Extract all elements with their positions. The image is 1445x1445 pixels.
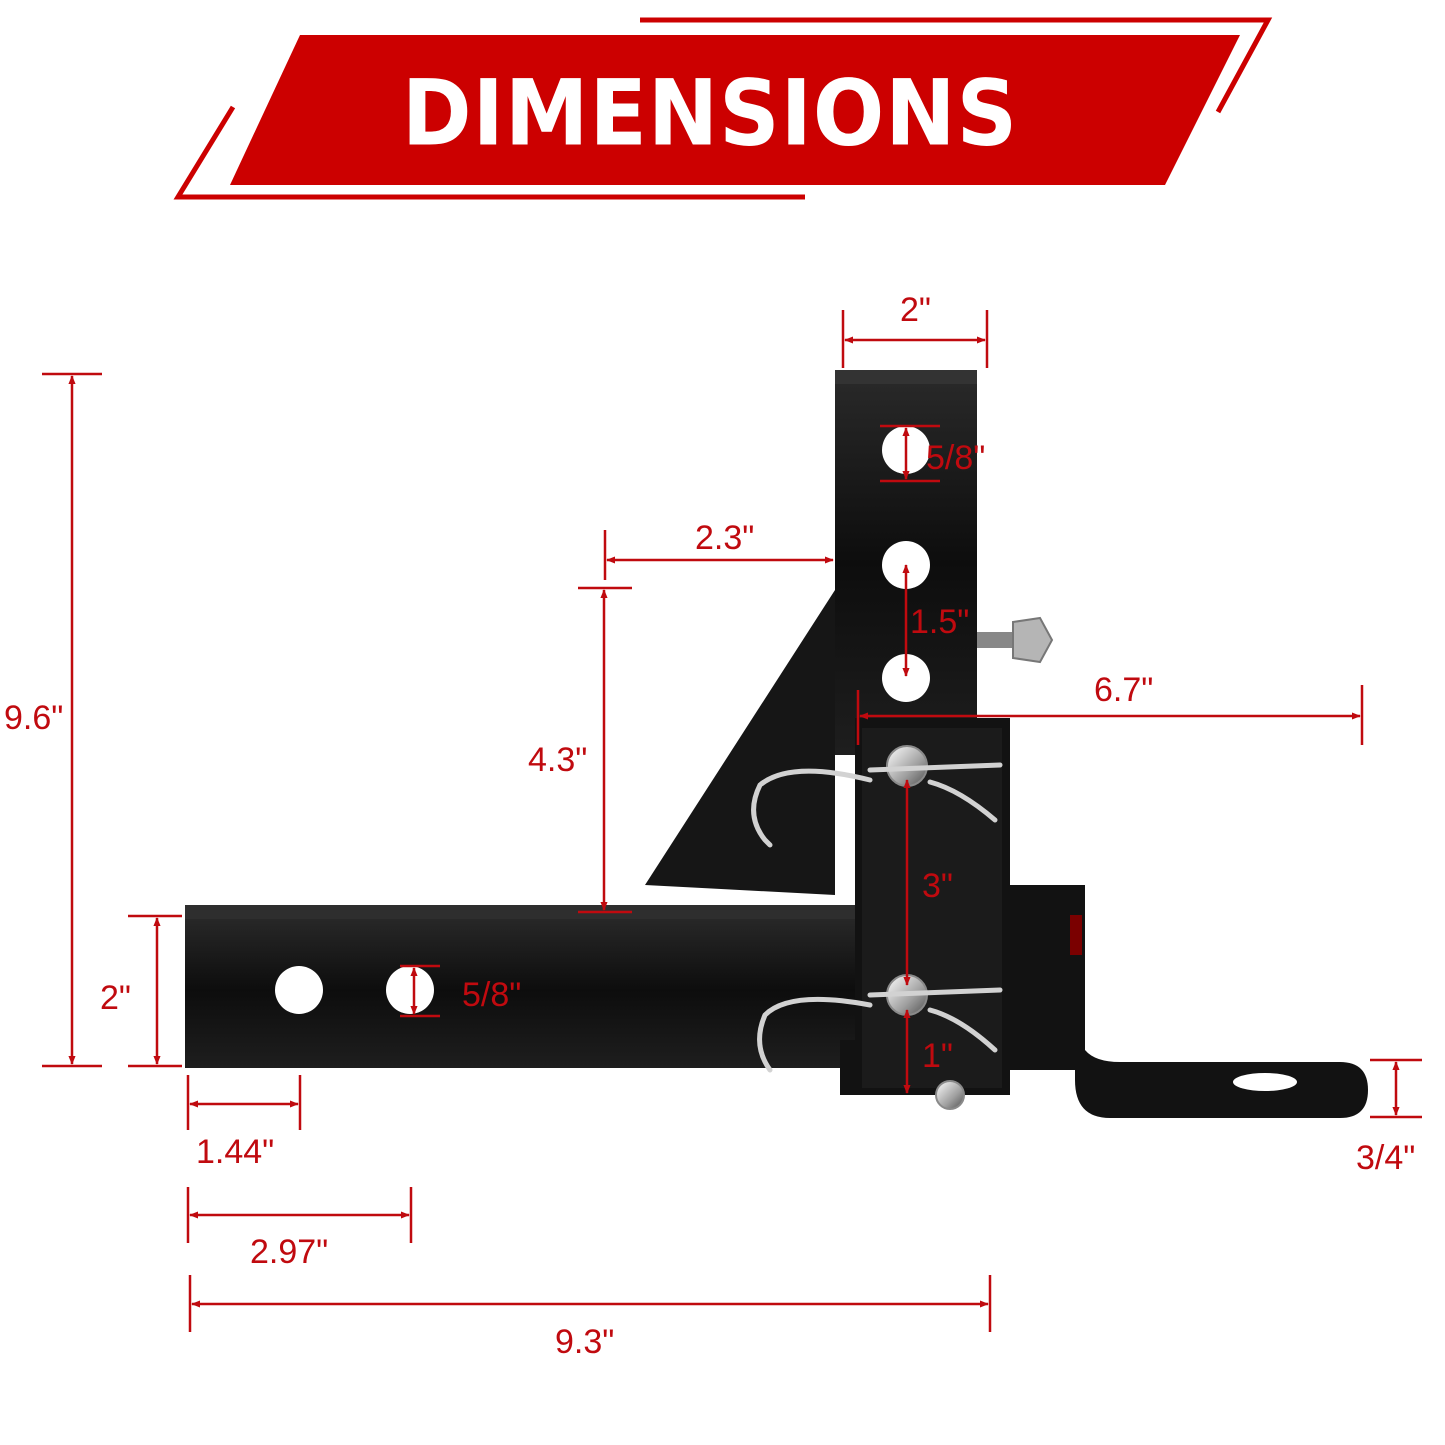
banner-accent-top bbox=[640, 17, 1273, 114]
dim-label-plate-thickness: 3/4" bbox=[1356, 1139, 1416, 1177]
reflector bbox=[1070, 915, 1082, 955]
dim-label-overall-length: 9.3" bbox=[555, 1323, 615, 1361]
dim-label-upper-hole-diameter: 5/8" bbox=[926, 439, 986, 477]
banner-parallelogram bbox=[230, 35, 1240, 185]
dim-label-mount-length: 6.7" bbox=[1094, 671, 1154, 709]
receiver-hole-1 bbox=[275, 966, 323, 1014]
side-bolt-nut bbox=[1012, 616, 1054, 664]
vertical-shank-edge bbox=[835, 370, 977, 384]
dim-label-second-hole-offset: 2.97" bbox=[250, 1233, 329, 1271]
banner bbox=[173, 17, 1273, 200]
banner-accent-bottom bbox=[173, 105, 805, 200]
hitch-pin-clip-icon bbox=[751, 745, 1003, 1110]
dim-label-hole-spacing: 1.5" bbox=[910, 603, 970, 641]
gusset-plate bbox=[645, 590, 835, 895]
dim-label-gusset-offset: 2.3" bbox=[695, 519, 755, 557]
side-bolt-shaft bbox=[977, 632, 1013, 648]
dim-label-bottom-offset: 1" bbox=[922, 1037, 953, 1075]
banner-title: DIMENSIONS bbox=[401, 60, 1019, 166]
hitch-product-icon bbox=[185, 370, 1368, 1118]
dim-label-shank-width: 2" bbox=[900, 291, 931, 329]
dim-label-gusset-height: 4.3" bbox=[528, 741, 588, 779]
dim-label-pin-spacing: 3" bbox=[922, 867, 953, 905]
dim-label-shank-height: 2" bbox=[100, 979, 131, 1017]
ball-mount-face bbox=[862, 728, 1002, 1088]
dim-label-overall-height: 9.6" bbox=[4, 699, 64, 737]
ball-platform-hole bbox=[1233, 1073, 1297, 1091]
dim-label-lower-hole-diameter: 5/8" bbox=[462, 976, 522, 1014]
horizontal-receiver-top bbox=[185, 905, 855, 919]
shank-hole-3 bbox=[882, 654, 930, 702]
dimension-lines bbox=[42, 310, 1422, 1332]
receiver-hole-2 bbox=[386, 966, 434, 1014]
dim-label-first-hole-offset: 1.44" bbox=[196, 1133, 275, 1171]
